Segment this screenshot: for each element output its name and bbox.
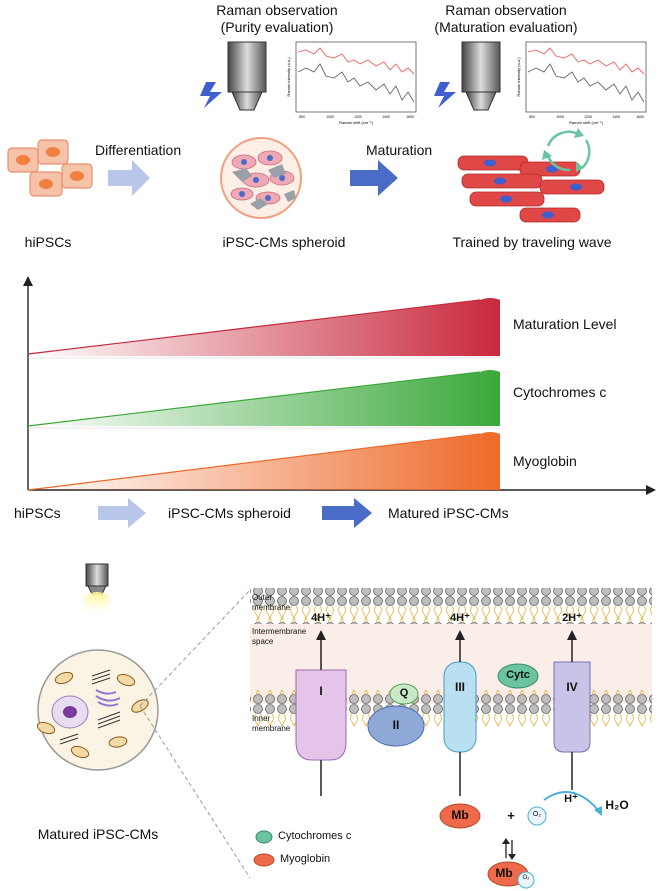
- inner-membrane-word2: membrane: [252, 724, 291, 733]
- intermembrane-label: Intermembrane space: [252, 627, 306, 647]
- raman-purity-title: Raman observation: [216, 2, 338, 18]
- matured-cell-icon: [36, 649, 159, 771]
- spectrum-xlabel: Raman shift (cm⁻¹): [339, 120, 374, 125]
- objective-lens-icon: [461, 41, 501, 111]
- stage-hipscs: hiPSCs: [24, 234, 72, 250]
- axis-arrow-dark: [322, 498, 372, 528]
- maturation-label: Maturation: [366, 142, 433, 158]
- cycle-arrows-icon: [546, 130, 591, 172]
- laser-bolt-icon: [434, 82, 456, 108]
- inner-membrane-word1: Inner: [252, 714, 271, 723]
- spectrum-tick: 1400: [382, 115, 390, 119]
- outer-membrane-label: Outer membrane: [252, 593, 290, 613]
- inner-membrane-label: Inner membrane: [252, 714, 290, 734]
- raman-maturation-title: Raman observation: [445, 2, 567, 18]
- raman-maturation-subtitle: (Maturation evaluation): [434, 19, 578, 35]
- stage-trained: Trained by traveling wave: [452, 234, 612, 250]
- cardiomyocyte-bundle-icon: [457, 155, 605, 223]
- plus-sign: +: [507, 808, 515, 823]
- mb-label: Mb: [451, 808, 469, 822]
- spectrum-tick: 1000: [326, 115, 334, 119]
- mitochondria-diagram: [36, 563, 652, 889]
- proton-label-i: 4H⁺: [311, 612, 331, 624]
- oxymyoglobin-icon: [487, 861, 535, 889]
- maturation-level-band: [28, 298, 500, 356]
- proton-label-iii: 4H⁺: [450, 612, 470, 624]
- spectrum-tick: 1200: [584, 115, 592, 119]
- spectrum-tick: 1000: [556, 115, 564, 119]
- axis-arrow-light: [98, 498, 146, 528]
- outer-membrane-word1: Outer: [252, 593, 273, 602]
- objective-lens-icon: [227, 41, 267, 111]
- matured-cell-label: Matured iPSC-CMs: [37, 826, 159, 842]
- spectrum-tick: 800: [299, 115, 305, 119]
- objective-lens-icon: [83, 563, 111, 612]
- water-label: H₂O: [605, 798, 629, 812]
- oxygen-icon: [527, 806, 547, 826]
- proton-label-iv: 2H⁺: [562, 612, 582, 624]
- raman-spectrum-plot: Raman intensity (a.u.) Raman shift (cm⁻¹…: [286, 41, 417, 125]
- h-plus-label: H⁺: [564, 793, 578, 805]
- o2-bound-label: O₂: [522, 875, 530, 881]
- spectrum-tick: 1600: [636, 115, 644, 119]
- complex-i-label: I: [319, 684, 323, 698]
- myoglobin-icon: [439, 803, 481, 829]
- axis-label-hipscs: hiPSCs: [14, 505, 61, 521]
- spectrum-tick: 1400: [612, 115, 620, 119]
- complex-iii-label: III: [454, 680, 466, 694]
- mb-bound-label: Mb: [495, 866, 513, 880]
- cytochrome-c: [497, 663, 539, 689]
- complex-iii: [443, 630, 477, 796]
- complex-ii: [367, 705, 425, 747]
- ubiquinone-q: [389, 683, 419, 705]
- laser-bolt-icon: [200, 82, 222, 108]
- stage-spheroid: iPSC-CMs spheroid: [222, 234, 346, 250]
- legend-myoglobin-label: Myoglobin: [280, 853, 331, 865]
- o2-label: O₂: [532, 811, 542, 818]
- complex-ii-label: II: [392, 718, 400, 732]
- top-illustration: Raman intensity (a.u.) Raman shift (cm⁻¹…: [7, 41, 647, 223]
- maturation-graph: [23, 276, 656, 528]
- spectrum-tick: 800: [529, 115, 535, 119]
- q-label: Q: [399, 687, 409, 699]
- axis-label-matured: Matured iPSC-CMs: [388, 505, 509, 521]
- spectrum-ylabel: Raman intensity (a.u.): [516, 57, 521, 97]
- raman-maturation-label: Raman observation (Maturation evaluation…: [434, 2, 577, 36]
- differentiation-label: Differentiation: [95, 142, 182, 158]
- complex-iv-label: IV: [566, 680, 578, 694]
- maturation-arrow: [350, 160, 398, 196]
- cytc-label: Cytc: [506, 669, 530, 681]
- spectrum-xlabel: Raman shift (cm⁻¹): [569, 120, 604, 125]
- axis-label-spheroid: iPSC-CMs spheroid: [168, 505, 291, 521]
- spheroid-icon: [220, 137, 302, 219]
- differentiation-arrow: [108, 160, 150, 196]
- raman-spectrum-plot: Raman intensity (a.u.) Raman shift (cm⁻¹…: [516, 41, 647, 125]
- complex-iv: [543, 630, 602, 816]
- label-maturation-level: Maturation Level: [513, 316, 617, 332]
- complex-i: [295, 630, 347, 796]
- intermembrane-word1: Intermembrane: [252, 627, 307, 636]
- spectrum-tick: 1600: [406, 115, 414, 119]
- raman-purity-label: Raman observation (Purity evaluation): [216, 2, 337, 36]
- legend-cytochrome-label: Cytochromes c: [278, 830, 352, 842]
- label-cytochromes-c: Cytochromes c: [513, 384, 607, 400]
- outer-membrane: [250, 588, 652, 624]
- spectrum-tick: 1200: [354, 115, 362, 119]
- legend-cytochrome-icon: [255, 830, 273, 844]
- raman-purity-subtitle: (Purity evaluation): [220, 19, 334, 35]
- outer-membrane-word2: membrane: [252, 603, 291, 612]
- spectrum-ylabel: Raman intensity (a.u.): [286, 57, 291, 97]
- legend-myoglobin-icon: [253, 853, 275, 867]
- label-myoglobin: Myoglobin: [513, 453, 577, 469]
- intermembrane-word2: space: [252, 637, 274, 646]
